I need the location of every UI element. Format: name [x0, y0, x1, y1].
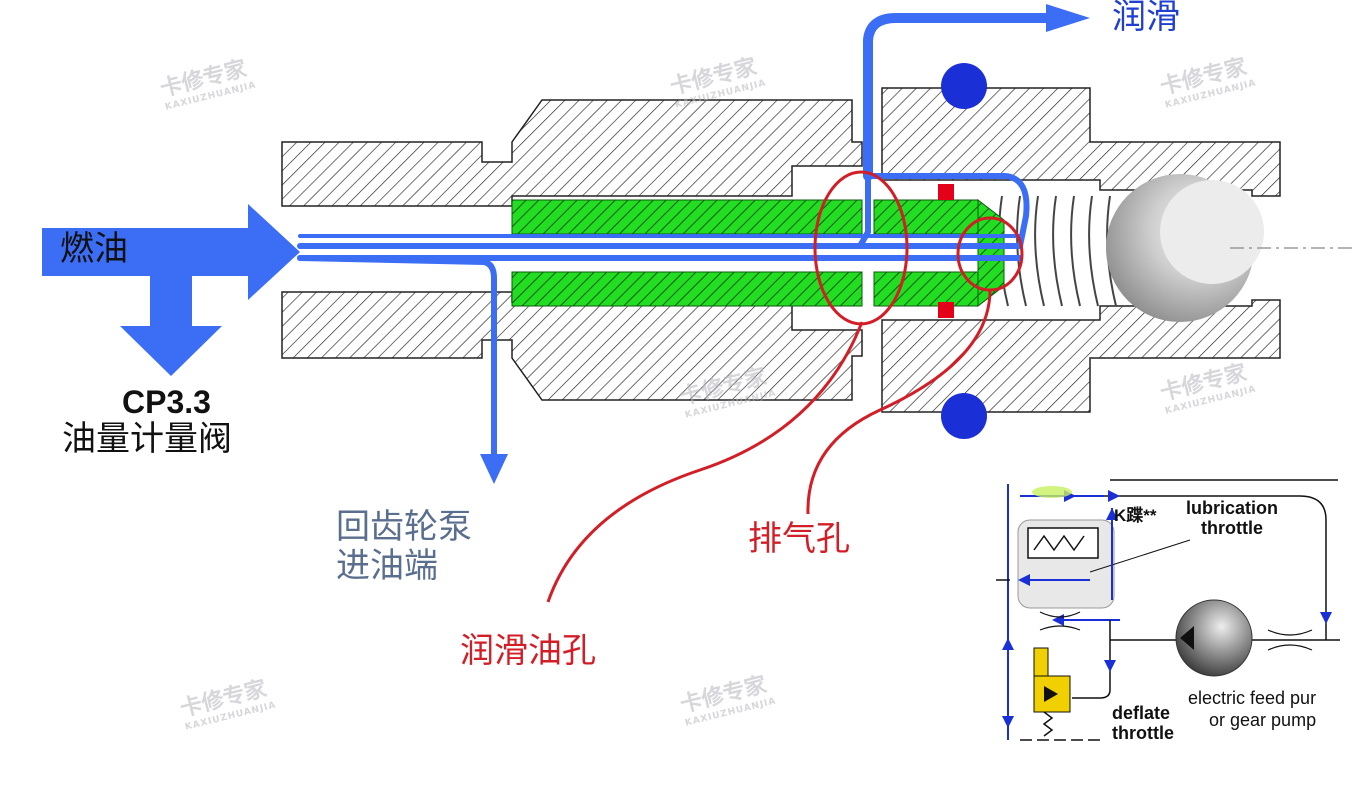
seal-top	[941, 63, 987, 109]
valve-body	[281, 87, 1281, 413]
lubrication-throttle-label: lubrication throttle	[1186, 498, 1279, 539]
lubrication-throttle-line2: throttle	[1201, 517, 1263, 538]
return-line-label: 回齿轮泵 进油端	[336, 507, 472, 587]
electric-pump-label: electric feed pur or gear pump	[1188, 688, 1316, 731]
fuel-label: 燃油	[60, 229, 128, 269]
red-seal-bottom	[938, 302, 954, 318]
annotations	[546, 170, 1024, 603]
red-seal-top	[938, 184, 954, 200]
metering-piston	[511, 198, 1005, 308]
fuel-flow	[297, 13, 1055, 463]
cp33-label: CP3.3	[122, 384, 211, 420]
return-line-label-1: 回齿轮泵	[336, 507, 472, 547]
return-line-label-2: 进油端	[336, 546, 438, 587]
lube-oil-hole-label: 润滑油孔	[460, 631, 596, 671]
lubrication-label: 润滑	[1112, 0, 1180, 37]
cp-arrow-icon	[120, 276, 222, 376]
schematic-k-label: K蹀**	[1114, 506, 1157, 525]
valve-ball-highlight	[1160, 180, 1264, 284]
electric-pump-line1: electric feed pur	[1188, 688, 1317, 708]
return-arrow-icon	[480, 454, 508, 484]
electric-pump-line2: or gear pump	[1209, 709, 1317, 730]
lube-arrow-icon	[1046, 4, 1090, 32]
vent-hole-label: 排气孔	[748, 519, 850, 559]
lubrication-throttle-line1: lubrication	[1186, 498, 1279, 518]
deflate-throttle-line2: throttle	[1112, 722, 1174, 743]
seal-bottom	[941, 393, 987, 439]
deflate-throttle-label: deflate throttle	[1112, 703, 1174, 744]
fuel-arrow-icon	[42, 204, 300, 300]
hydraulic-schematic	[996, 479, 1340, 741]
deflate-throttle-line1: deflate	[1112, 703, 1171, 723]
metering-valve-label: 油量计量阀	[62, 419, 232, 459]
